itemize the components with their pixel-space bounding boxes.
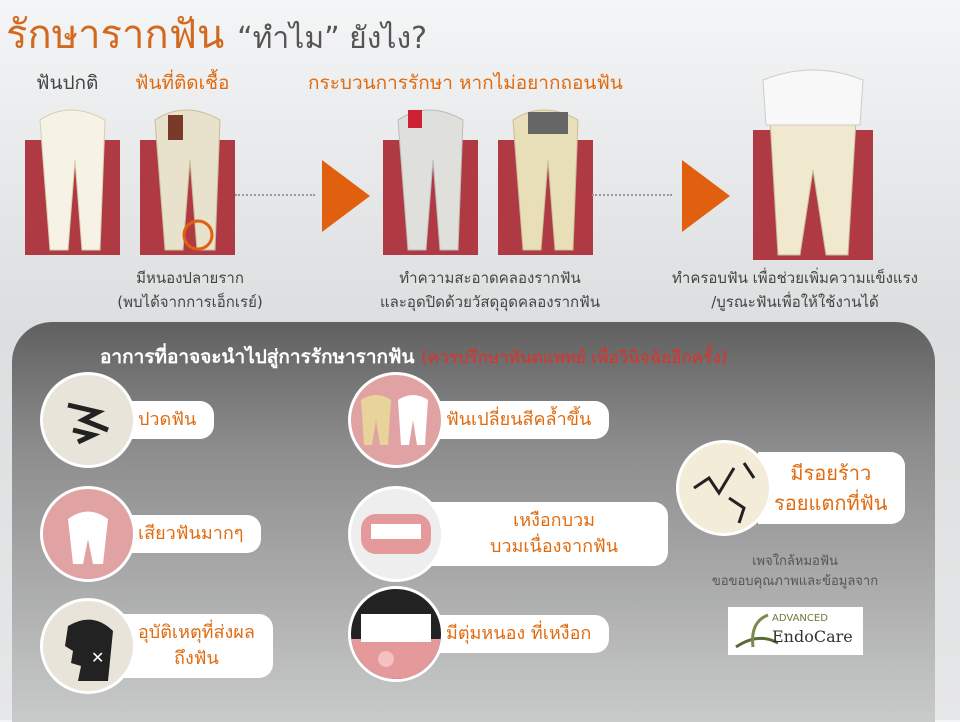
symptom-swollen-gums: เหงือกบวมบวมเนื่องจากฟัน bbox=[348, 486, 669, 582]
caption-abscess: มีหนองปลายราก(พบได้จากการเอ็กเรย์) bbox=[117, 269, 263, 311]
page-title: รักษารากฟัน “ทำไม” ยังไง? bbox=[6, 12, 428, 58]
symptom-label: มีตุ่มหนอง ที่เหงือก bbox=[430, 615, 610, 653]
symptom-discoloration: ฟันเปลี่ยนสีคล้ำขึ้น bbox=[348, 372, 610, 468]
face-injury-icon: ✕ bbox=[40, 598, 136, 694]
svg-text:✕: ✕ bbox=[91, 648, 104, 667]
label-infected-tooth: ฟันที่ติดเชื้อ bbox=[135, 72, 230, 94]
label-normal-tooth: ฟันปกติ bbox=[36, 72, 99, 94]
symptom-label: มีรอยร้าวรอยแตกที่ฟัน bbox=[758, 452, 906, 524]
advanced-endocare-logo: ADVANCED EndoCare bbox=[728, 607, 863, 655]
gum-abscess-icon bbox=[348, 586, 444, 682]
symptom-label: เสียวฟันมากๆ bbox=[122, 515, 262, 553]
credit-text: เพจใกล้หมอฟันขอขอบคุณภาพและข้อมูลจาก bbox=[711, 554, 879, 589]
caption-crown: ทำครอบฟัน เพื่อช่วยเพิ่มความแข็งแรง/บูรณ… bbox=[672, 269, 918, 311]
symptom-label: อุบัติเหตุที่ส่งผลถึงฟัน bbox=[122, 614, 273, 678]
dotted-connector bbox=[592, 194, 672, 196]
arrow-right-icon bbox=[322, 160, 370, 232]
cracked-tooth-icon bbox=[676, 440, 772, 536]
symptom-label: ฟันเปลี่ยนสีคล้ำขึ้น bbox=[430, 401, 610, 439]
symptom-accident: ✕ อุบัติเหตุที่ส่งผลถึงฟัน bbox=[40, 598, 273, 694]
gums-icon bbox=[348, 486, 444, 582]
symptom-sensitivity: เสียวฟันมากๆ bbox=[40, 486, 262, 582]
discolored-tooth-icon bbox=[348, 372, 444, 468]
caption-root-canal-cleaning: ทำความสะอาดคลองรากฟันและอุดปิดด้วยวัสดุอ… bbox=[380, 269, 600, 311]
sensitive-tooth-icon bbox=[40, 486, 136, 582]
symptom-toothache: ปวดฟัน bbox=[40, 372, 215, 468]
arrow-right-icon bbox=[682, 160, 730, 232]
symptom-label: ปวดฟัน bbox=[122, 401, 215, 439]
dotted-connector bbox=[235, 194, 315, 196]
tooth-illustrations-treatment bbox=[383, 109, 593, 255]
symptom-label: เหงือกบวมบวมเนื่องจากฟัน bbox=[430, 502, 669, 566]
lightning-pain-icon bbox=[40, 372, 136, 468]
symptom-gum-abscess: มีตุ่มหนอง ที่เหงือก bbox=[348, 586, 610, 682]
tooth-illustrations-before bbox=[25, 109, 235, 255]
label-treatment-process: กระบวนการรักษา หากไม่อยากถอนฟัน bbox=[308, 72, 623, 94]
symptoms-panel-title: อาการที่อาจจะนำไปสู่การรักษารากฟัน (ควรป… bbox=[100, 346, 728, 368]
tooth-illustration-crown bbox=[753, 69, 873, 260]
symptom-cracked-tooth: มีรอยร้าวรอยแตกที่ฟัน bbox=[676, 440, 906, 536]
